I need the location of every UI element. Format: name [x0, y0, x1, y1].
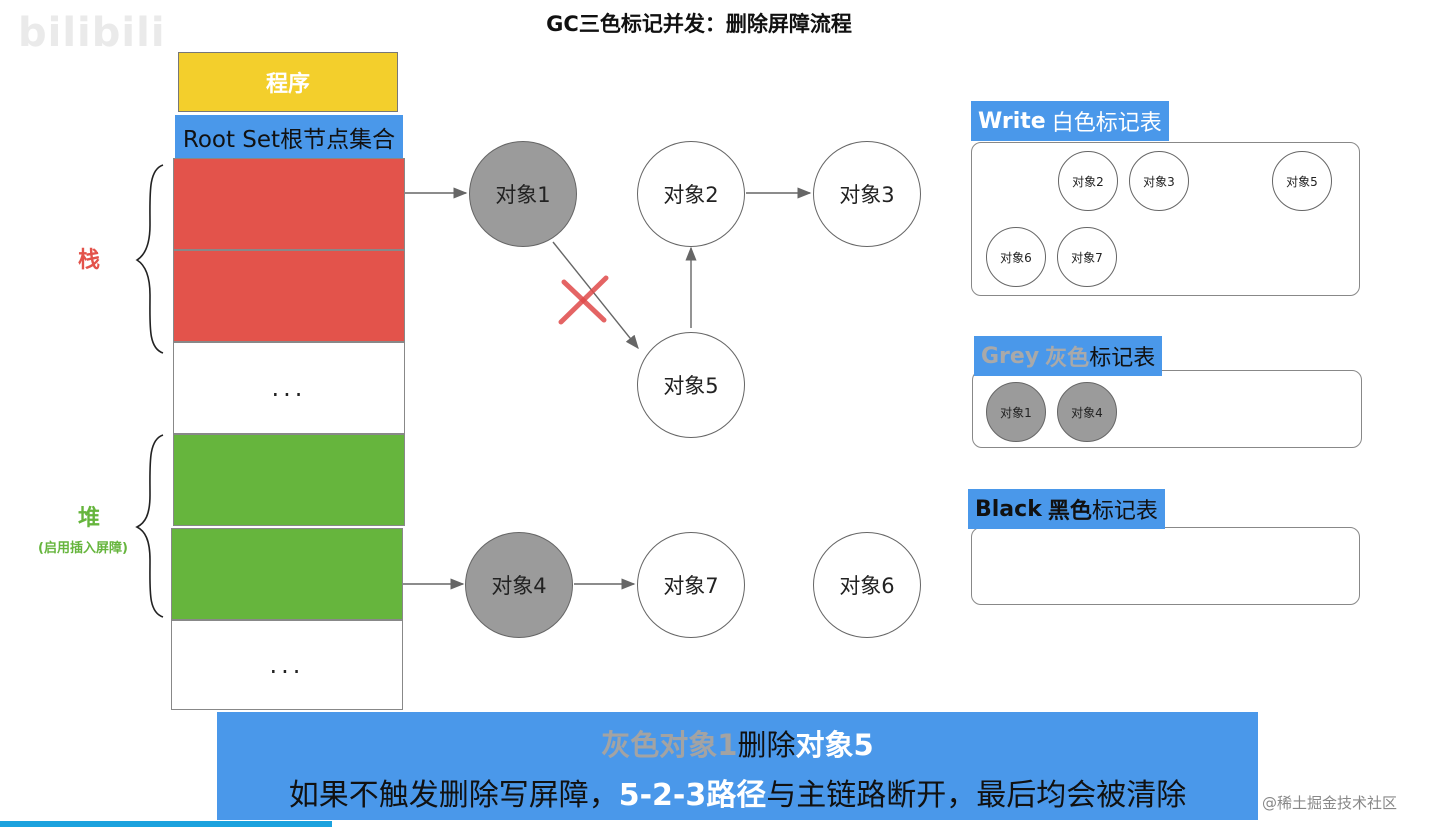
stack-ellipsis-cell: ... — [173, 342, 405, 434]
caption-delete-word: 删除 — [737, 728, 796, 762]
white-table-title-en: Write — [978, 108, 1046, 134]
heap-cell-2 — [171, 528, 403, 620]
grey-item-obj1: 对象1 — [986, 382, 1046, 442]
root-set-box: Root Set根节点集合 — [175, 115, 403, 158]
node-obj7: 对象7 — [637, 532, 745, 638]
heap-brace — [135, 434, 164, 618]
white-mark-table-header: Write 白色标记表 — [971, 101, 1169, 141]
caption-obj5: 对象5 — [795, 728, 874, 762]
caption-path: 5-2-3路径 — [618, 778, 767, 813]
node-obj4: 对象4 — [465, 532, 573, 638]
black-mark-table-header: Black 黑色 标记表 — [968, 489, 1165, 529]
grey-table-title-color: 灰色 — [1045, 346, 1090, 371]
caption-line-2: 如果不触发删除写屏障，5-2-3路径与主链路断开，最后均会被清除 — [217, 770, 1258, 814]
black-table-title-rest: 标记表 — [1091, 499, 1158, 524]
slide-title: GC三色标记并发：删除屏障流程 — [546, 12, 852, 36]
grey-mark-table-header: Grey 灰色 标记表 — [974, 336, 1163, 376]
white-item-obj2: 对象2 — [1058, 151, 1118, 211]
white-table-title-cn: 白色标记表 — [1051, 111, 1162, 136]
heap-ellipsis-cell: ... — [171, 620, 403, 710]
node-obj2: 对象2 — [637, 141, 745, 247]
black-mark-table — [971, 527, 1360, 605]
white-item-obj6: 对象6 — [986, 227, 1046, 287]
white-item-obj7: 对象7 — [1057, 227, 1117, 287]
node-obj5: 对象5 — [637, 332, 745, 438]
arrow-obj1-obj5-deleted — [552, 241, 639, 350]
heap-sublabel: (启用插入屏障) — [38, 541, 128, 556]
program-box: 程序 — [178, 52, 398, 112]
node-obj6: 对象6 — [813, 532, 921, 638]
grey-table-title-rest: 标记表 — [1089, 346, 1156, 371]
stack-brace — [135, 164, 164, 354]
stack-cell-1 — [173, 158, 405, 250]
node-obj3: 对象3 — [813, 141, 921, 247]
caption-line2-c: 与主链路断开，最后均会被清除 — [766, 778, 1187, 813]
stack-cell-2 — [173, 250, 405, 342]
black-table-title-color: 黑色 — [1047, 499, 1092, 524]
grey-item-obj4: 对象4 — [1057, 382, 1117, 442]
caption-line-1: 灰色对象1删除对象5 — [217, 722, 1258, 764]
caption-grey-obj1: 灰色对象1 — [601, 728, 738, 762]
node-obj1: 对象1 — [469, 141, 577, 247]
heap-label: 堆 — [78, 506, 101, 531]
stack-label: 栈 — [78, 248, 101, 273]
white-item-obj5: 对象5 — [1272, 151, 1332, 211]
heap-cell-1 — [173, 434, 405, 526]
video-progress-bar[interactable] — [0, 821, 333, 827]
grey-table-title-en: Grey — [981, 343, 1040, 369]
white-item-obj3: 对象3 — [1129, 151, 1189, 211]
caption-banner: 灰色对象1删除对象5 如果不触发删除写屏障，5-2-3路径与主链路断开，最后均会… — [217, 712, 1258, 820]
source-credit: @稀土掘金技术社区 — [1262, 794, 1398, 812]
caption-line2-a: 如果不触发删除写屏障， — [288, 778, 619, 813]
bilibili-watermark: bilibili — [18, 10, 166, 56]
delete-cross-icon — [558, 275, 609, 325]
black-table-title-en: Black — [975, 496, 1042, 522]
